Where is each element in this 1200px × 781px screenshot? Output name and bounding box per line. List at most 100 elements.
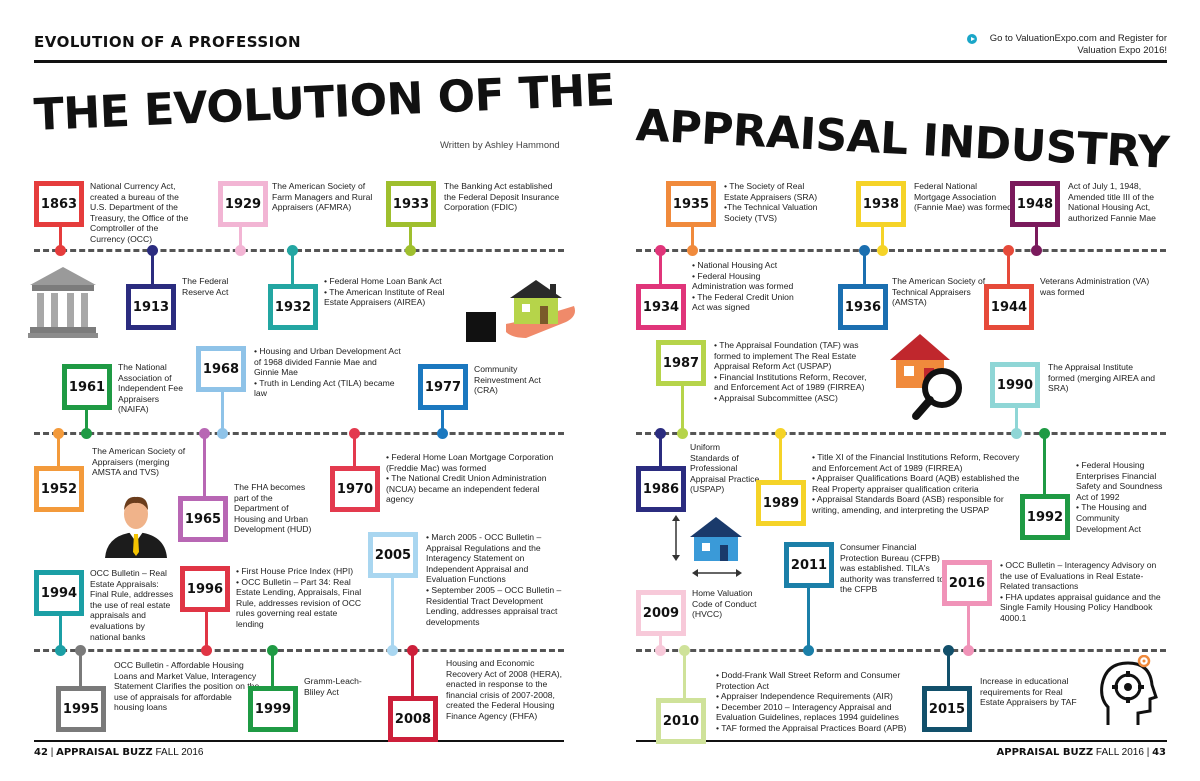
year-box-1932: 1932 [268, 284, 318, 330]
footer-right: APPRAISAL BUZZ FALL 2016 | 43 [996, 747, 1166, 758]
event-dot [199, 428, 210, 439]
event-stem [221, 392, 224, 434]
timeline-line-right-1 [636, 249, 1166, 252]
year-box-2010: 2010 [656, 698, 706, 744]
publication-name-left: APPRAISAL BUZZ [56, 747, 153, 758]
event-stem [807, 588, 810, 651]
event-stem [203, 434, 206, 496]
event-stem [59, 616, 62, 651]
expo-note[interactable]: Go to ValuationExpo.com and Register for… [967, 33, 1167, 57]
year-box-1961: 1961 [62, 364, 112, 410]
event-description-1990: The Appraisal Institute formed (merging … [1048, 362, 1155, 394]
event-stem [353, 434, 356, 466]
byline: Written by Ashley Hammond [440, 140, 560, 151]
timeline-line-right-2 [636, 432, 1166, 435]
event-description-1938: Federal National Mortgage Association (F… [914, 181, 1012, 213]
year-box-1970: 1970 [330, 466, 380, 512]
event-dot [235, 245, 246, 256]
timeline-line-left-1 [34, 249, 564, 252]
year-box-1999: 1999 [248, 686, 298, 732]
footer-rule-right [636, 740, 1167, 742]
event-dot [687, 245, 698, 256]
event-description-1986: Uniform Standards of Professional Apprai… [690, 442, 760, 495]
event-dot [655, 428, 666, 439]
page-number-left: 42 [34, 747, 48, 758]
event-description-1935: • The Society of Real Estate Appraisers … [724, 181, 818, 223]
event-description-1913: The Federal Reserve Act [182, 276, 229, 297]
year-box-2011: 2011 [784, 542, 834, 588]
house-in-hand-icon [466, 280, 575, 342]
event-description-1936: The American Society of Technical Apprai… [892, 276, 986, 308]
event-dot [405, 245, 416, 256]
year-box-1996: 1996 [180, 566, 230, 612]
year-box-1944: 1944 [984, 284, 1034, 330]
event-dot [75, 645, 86, 656]
event-stem [59, 227, 62, 251]
event-stem [881, 227, 884, 251]
event-stem [659, 636, 662, 651]
house-with-magnifier-icon [890, 334, 962, 420]
year-box-1977: 1977 [418, 364, 468, 410]
event-dot [1003, 245, 1014, 256]
event-description-1933: The Banking Act established the Federal … [444, 181, 560, 213]
year-box-2016: 2016 [942, 560, 992, 606]
event-stem [947, 651, 950, 686]
head-with-gear-icon [1100, 655, 1158, 725]
event-dot [1011, 428, 1022, 439]
event-dot [679, 645, 690, 656]
event-dot [1031, 245, 1042, 256]
event-stem [79, 651, 82, 686]
year-box-1934: 1934 [636, 284, 686, 330]
year-box-1929: 1929 [218, 181, 268, 227]
event-stem [205, 612, 208, 651]
event-description-1965: The FHA becomes part of the Department o… [234, 482, 312, 535]
event-description-2016: • OCC Bulletin – Interagency Advisory on… [1000, 560, 1161, 623]
event-stem [683, 651, 686, 698]
event-dot [55, 645, 66, 656]
publication-name-right: APPRAISAL BUZZ [996, 747, 1094, 758]
event-dot [217, 428, 228, 439]
event-dot [655, 245, 666, 256]
event-description-2011: Consumer Financial Protection Bureau (CF… [840, 542, 945, 595]
event-dot [81, 428, 92, 439]
footer-left: 42 | APPRAISAL BUZZ FALL 2016 [34, 747, 204, 758]
event-stem [691, 227, 694, 251]
event-description-2005: • March 2005 - OCC Bulletin – Appraisal … [426, 532, 562, 627]
event-dot [1039, 428, 1050, 439]
event-description-1944: Veterans Administration (VA) was formed [1040, 276, 1150, 297]
year-box-2009: 2009 [636, 590, 686, 636]
timeline-line-right-3 [636, 649, 1166, 652]
year-box-1990: 1990 [990, 362, 1040, 408]
year-box-1986: 1986 [636, 466, 686, 512]
event-dot [53, 428, 64, 439]
year-box-1948: 1948 [1010, 181, 1060, 227]
year-box-2008: 2008 [388, 696, 438, 742]
event-stem [441, 410, 444, 434]
event-stem [967, 606, 970, 651]
event-stem [1035, 227, 1038, 251]
event-dot [437, 428, 448, 439]
event-dot [287, 245, 298, 256]
event-description-1995: OCC Bulletin - Affordable Housing Loans … [114, 660, 260, 713]
expo-note-text: Go to ValuationExpo.com and Register for… [989, 33, 1167, 56]
event-description-1987: • The Appraisal Foundation (TAF) was for… [714, 340, 867, 403]
year-box-1965: 1965 [178, 496, 228, 542]
event-stem [57, 434, 60, 466]
year-box-1913: 1913 [126, 284, 176, 330]
event-dot [859, 245, 870, 256]
year-box-1938: 1938 [856, 181, 906, 227]
event-dot [349, 428, 360, 439]
main-title-right: APPRAISAL INDUSTRY [634, 100, 1171, 179]
main-title-left: THE EVOLUTION OF THE [32, 64, 616, 141]
event-stem [291, 251, 294, 284]
event-description-2010: • Dodd-Frank Wall Street Reform and Cons… [716, 670, 907, 733]
year-box-1994: 1994 [34, 570, 84, 616]
event-stem [1015, 408, 1018, 434]
play-icon [967, 34, 977, 44]
event-dot [877, 245, 888, 256]
event-dot [803, 645, 814, 656]
year-box-1935: 1935 [666, 181, 716, 227]
event-description-1952: The American Society of Appraisers (merg… [92, 446, 186, 478]
event-description-1992: • Federal Housing Enterprises Financial … [1076, 460, 1163, 534]
event-description-1996: • First House Price Index (HPI) • OCC Bu… [236, 566, 362, 629]
